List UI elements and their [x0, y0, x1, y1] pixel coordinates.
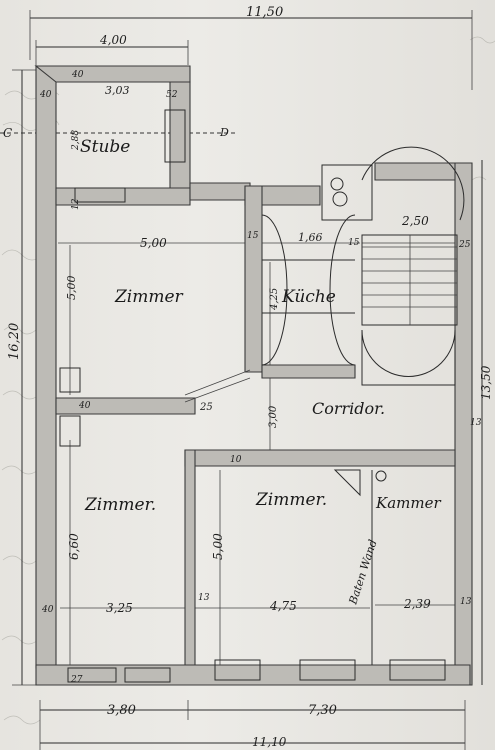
left-room-divider-wall [55, 397, 196, 415]
room-label-kueche: Küche [281, 287, 336, 307]
outer-wall-top-left [34, 65, 191, 83]
dim-wall-25-mid: 25 [199, 402, 213, 413]
dim-zimmer-bottom-height: 6,60 [67, 533, 81, 560]
doors [184, 177, 387, 665]
dimension-lines [0, 10, 483, 750]
room-label-zimmer-bottom-left: Zimmer. [84, 495, 156, 515]
dim-stube-left-wall: 40 [39, 90, 52, 100]
dim-wall-15-b: 15 [348, 238, 360, 248]
dim-bottom-right: 7,30 [308, 703, 337, 718]
room-label-corridor: Corridor. [312, 399, 385, 418]
dim-stube-top: 40 [71, 70, 84, 80]
dim-bottom-total: 11,10 [252, 735, 287, 749]
dim-zimmer-mid-height: 5,00 [211, 533, 225, 560]
corridor-bottom-wall [184, 449, 456, 467]
partition-note: Baten Wand [346, 538, 379, 607]
outer-wall-right [454, 162, 473, 686]
walls [34, 65, 473, 686]
room-label-stube: Stube [80, 137, 130, 157]
dim-stube-height: 2,88 [71, 130, 81, 151]
dim-kueche-height: 4,25 [269, 288, 280, 311]
dim-corridor-right: 13 [470, 418, 482, 428]
dim-total-width-top: 11,50 [246, 5, 283, 20]
outer-wall-bottom [35, 664, 471, 686]
outer-wall-left [35, 65, 57, 669]
dim-total-height-right: 13,50 [479, 365, 493, 400]
room-label-zimmer-top: Zimmer [114, 287, 184, 307]
kitchen-bottom-wall [261, 364, 356, 379]
kitchen-fixtures [261, 214, 356, 366]
dim-total-height-left: 16,20 [7, 323, 22, 360]
dim-wall-40-mid: 40 [78, 401, 91, 411]
windows [59, 109, 446, 683]
dim-wall-27: 27 [70, 675, 83, 685]
dim-stube-width: 3,03 [105, 84, 130, 97]
section-marker-c: C [3, 126, 12, 140]
dim-stube-lower: 12 [71, 198, 81, 210]
dim-stair-width: 2,50 [401, 214, 429, 228]
stube-bottom-wall [55, 187, 191, 206]
dim-kueche-width: 1,66 [298, 231, 323, 244]
mid-vertical-wall [184, 449, 196, 666]
top-middle-wall [189, 182, 251, 201]
dim-wall-40-bottom: 40 [41, 605, 54, 615]
dim-wall-13-bottom: 13 [198, 593, 210, 603]
section-marker-d: D [219, 126, 229, 139]
staircase [361, 146, 465, 386]
dim-kammer-width: 2,39 [403, 597, 431, 611]
dim-wall-10: 10 [230, 455, 242, 465]
dim-wall-13-right: 13 [460, 597, 472, 607]
dim-zimmer-top-width: 5,00 [140, 236, 167, 250]
dim-corridor-height: 3,00 [268, 405, 279, 428]
dim-left-top-width: 4,00 [99, 33, 127, 47]
dim-wall-15-a: 15 [247, 231, 259, 241]
dim-stube-right: 52 [166, 90, 178, 100]
dim-zimmer-top-height: 5,00 [65, 276, 78, 301]
room-label-kammer: Kammer [375, 494, 441, 512]
dim-bottom-left: 3,80 [107, 703, 136, 718]
dim-wall-25: 25 [458, 240, 471, 250]
room-label-zimmer-bottom-mid: Zimmer. [255, 490, 327, 510]
background-handwriting [1, 36, 495, 725]
dim-zimmer-bottom-left-width: 3,25 [106, 601, 133, 615]
dim-zimmer-mid-width: 4,75 [269, 599, 297, 613]
kitchen-left-wall [244, 185, 263, 373]
